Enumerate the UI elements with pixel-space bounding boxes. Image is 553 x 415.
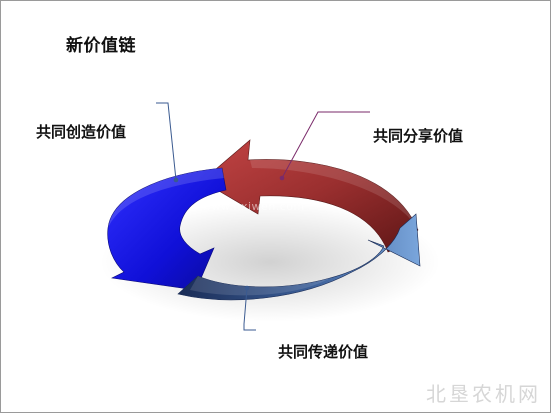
callout-create [156,102,179,183]
callout-pass [243,285,256,331]
pass-value-arrow [177,213,421,301]
center-watermark: www.nxiwen.com [202,200,305,213]
create-value-arrow [107,167,227,291]
label-pass-value: 共同传递价值 [278,343,369,361]
label-share-value: 共同分享价值 [373,127,464,145]
label-create-value: 共同创造价值 [36,123,127,141]
corner-watermark: 北垦农机网 [426,382,541,406]
callout-share [279,111,370,181]
slide-title: 新价值链 [66,36,136,56]
